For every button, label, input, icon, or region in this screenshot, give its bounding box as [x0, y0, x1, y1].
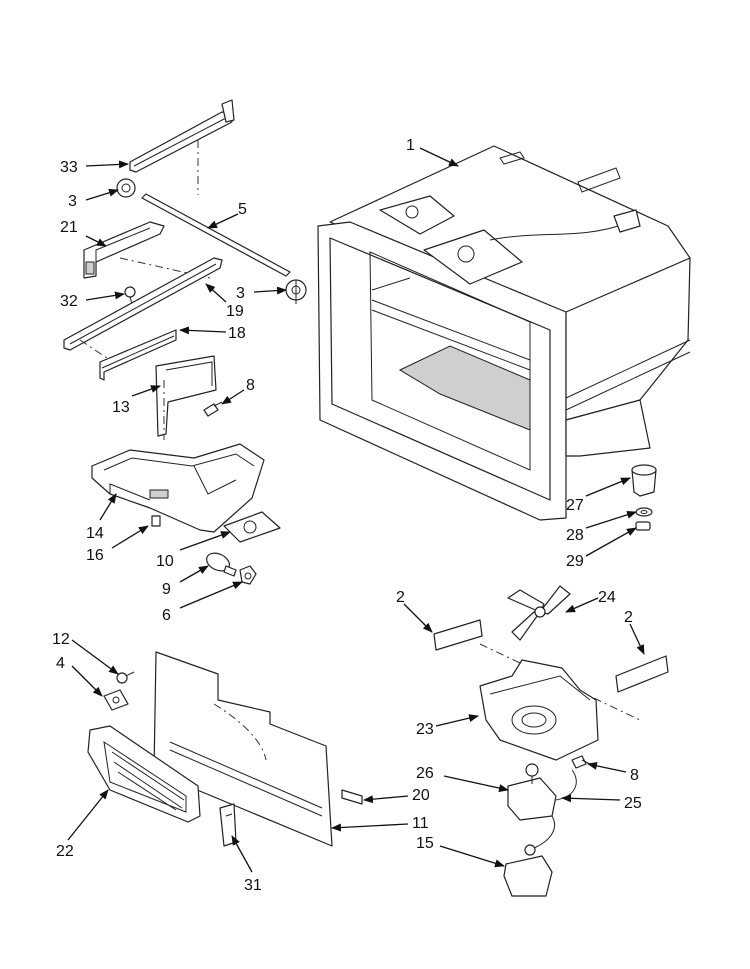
part-13-bracket[interactable]	[155, 355, 217, 440]
callout-4: 4	[56, 655, 65, 672]
part-16-clip[interactable]	[151, 515, 161, 527]
part-2-pad-right[interactable]	[615, 655, 669, 693]
callout-20: 20	[412, 787, 430, 804]
callout-31: 31	[244, 877, 262, 894]
callout-32: 32	[60, 293, 78, 310]
part-29-cap[interactable]	[635, 521, 651, 531]
callout-12: 12	[52, 631, 70, 648]
callout-15: 15	[416, 835, 434, 852]
part-28-washer[interactable]	[635, 507, 653, 517]
part-15-bracket[interactable]	[503, 844, 553, 897]
part-21-bracket[interactable]	[83, 221, 165, 279]
callout-23: 23	[416, 721, 434, 738]
part-18-rail[interactable]	[99, 329, 177, 381]
callout-numbers: 33 3 5 21 3 32 19 18 13 8 14 16 10 9 6 1…	[52, 137, 642, 894]
callout-29: 29	[566, 553, 584, 570]
part-9-bulb[interactable]	[204, 550, 237, 577]
callout-26: 26	[416, 765, 434, 782]
part-4-clip[interactable]	[103, 689, 129, 711]
part-23-fan-housing[interactable]	[479, 659, 599, 761]
leader-lines	[67, 147, 645, 873]
part-24-fan-blade[interactable]	[507, 585, 571, 641]
part-14-housing[interactable]	[91, 443, 265, 533]
callout-9: 9	[162, 581, 171, 598]
callout-33: 33	[60, 159, 78, 176]
callout-18: 18	[228, 325, 246, 342]
part-20-strip[interactable]	[341, 789, 363, 805]
part-3-gear-left[interactable]	[116, 178, 136, 198]
part-19-slide[interactable]	[63, 257, 223, 351]
callout-19: 19	[226, 303, 244, 320]
callout-3b: 3	[236, 285, 245, 302]
part-3-gear-right[interactable]	[285, 279, 307, 304]
part-26-motor[interactable]	[507, 763, 557, 821]
callout-28: 28	[566, 527, 584, 544]
part-6-socket[interactable]	[239, 565, 257, 585]
callout-21: 21	[60, 219, 78, 236]
callout-6: 6	[162, 607, 171, 624]
callout-16: 16	[86, 547, 104, 564]
callout-22: 22	[56, 843, 74, 860]
part-12-screw[interactable]	[116, 671, 135, 684]
part-1-liner[interactable]	[317, 145, 691, 521]
part-25-wire[interactable]	[533, 769, 577, 849]
callout-11: 11	[412, 815, 429, 832]
callout-14: 14	[86, 525, 104, 542]
part-11-panel[interactable]	[153, 651, 333, 847]
callout-24: 24	[598, 589, 616, 606]
callout-27: 27	[566, 497, 584, 514]
callout-8a: 8	[246, 377, 255, 394]
callout-3a: 3	[68, 193, 77, 210]
part-27-cup[interactable]	[631, 464, 657, 497]
part-22-grille[interactable]	[87, 725, 201, 823]
callout-1: 1	[406, 137, 415, 154]
part-5-rod[interactable]	[141, 193, 291, 277]
part-8-screw-right[interactable]	[571, 755, 591, 769]
callout-10: 10	[156, 553, 174, 570]
part-10-gasket[interactable]	[223, 511, 281, 543]
callout-13: 13	[112, 399, 130, 416]
part-2-pad-left[interactable]	[433, 619, 483, 651]
callout-25: 25	[624, 795, 642, 812]
callout-2a: 2	[396, 589, 405, 606]
part-8-screw-left[interactable]	[203, 401, 223, 417]
callout-8b: 8	[630, 767, 639, 784]
part-33-rail[interactable]	[129, 99, 235, 173]
callout-5: 5	[238, 201, 247, 218]
callout-2b: 2	[624, 609, 633, 626]
